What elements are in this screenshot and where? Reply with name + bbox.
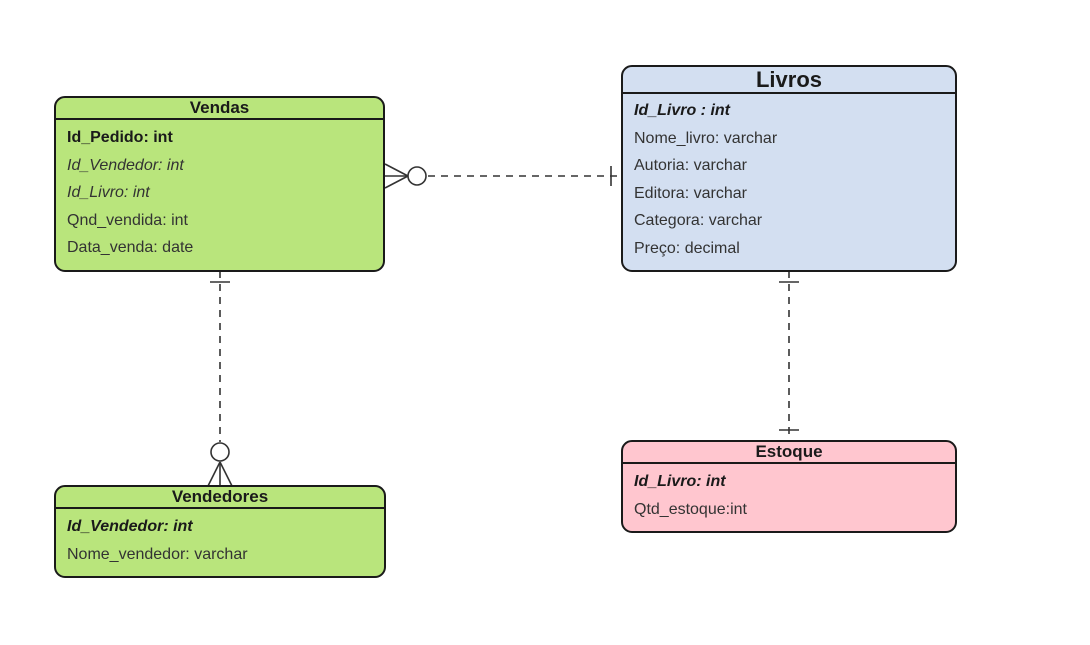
entity-title: Estoque [623, 442, 955, 464]
field-nome-livro: Nome_livro: varchar [634, 129, 778, 147]
field-id-pedido: Id_Pedido: int [67, 129, 173, 146]
entity-title: Vendas [56, 98, 383, 120]
entity-title: Livros [623, 67, 955, 94]
crowfoot-symbol [384, 175, 409, 189]
entity-fields: Id_Vendedor: int Nome_vendedor: varchar [56, 509, 384, 568]
entity-estoque[interactable]: Estoque Id_Livro: int Qtd_estoque:int [621, 440, 957, 533]
relationship-vendas-vendedores[interactable] [207, 271, 233, 487]
field-data-venda: Data_venda: date [67, 239, 194, 256]
crowfoot-symbol [219, 461, 233, 487]
entity-title: Vendedores [56, 487, 384, 509]
crowfoot-symbol [384, 163, 409, 177]
field-preco: Preço: decimal [634, 239, 740, 257]
relationship-livros-estoque[interactable] [779, 271, 799, 440]
entity-vendas[interactable]: Vendas Id_Pedido: int Id_Vendedor: int I… [54, 96, 385, 272]
field-editora: Editora: varchar [634, 184, 747, 202]
field-qnd-vendida: Qnd_vendida: int [67, 211, 188, 229]
field-id-vendedor: Id_Vendedor: int [67, 518, 193, 535]
entity-fields: Id_Livro : int Nome_livro: varchar Autor… [623, 94, 955, 262]
field-id-livro: Id_Livro: int [634, 473, 726, 490]
field-id-livro: Id_Livro: int [67, 184, 150, 201]
field-nome-vendedor: Nome_vendedor: varchar [67, 545, 248, 563]
crowfoot-symbol [207, 461, 221, 487]
field-id-vendedor: Id_Vendedor: int [67, 156, 184, 174]
field-categora: Categora: varchar [634, 212, 763, 229]
entity-fields: Id_Pedido: int Id_Vendedor: int Id_Livro… [56, 120, 383, 262]
entity-fields: Id_Livro: int Qtd_estoque:int [623, 464, 955, 523]
entity-livros[interactable]: Livros Id_Livro : int Nome_livro: varcha… [621, 65, 957, 272]
field-id-livro: Id_Livro : int [634, 102, 730, 119]
field-autoria: Autoria: varchar [634, 157, 747, 174]
relationship-vendas-livros[interactable] [384, 163, 622, 189]
field-qtd-estoque: Qtd_estoque:int [634, 500, 747, 518]
zero-symbol [210, 442, 230, 462]
zero-symbol [407, 166, 427, 186]
entity-vendedores[interactable]: Vendedores Id_Vendedor: int Nome_vendedo… [54, 485, 386, 578]
